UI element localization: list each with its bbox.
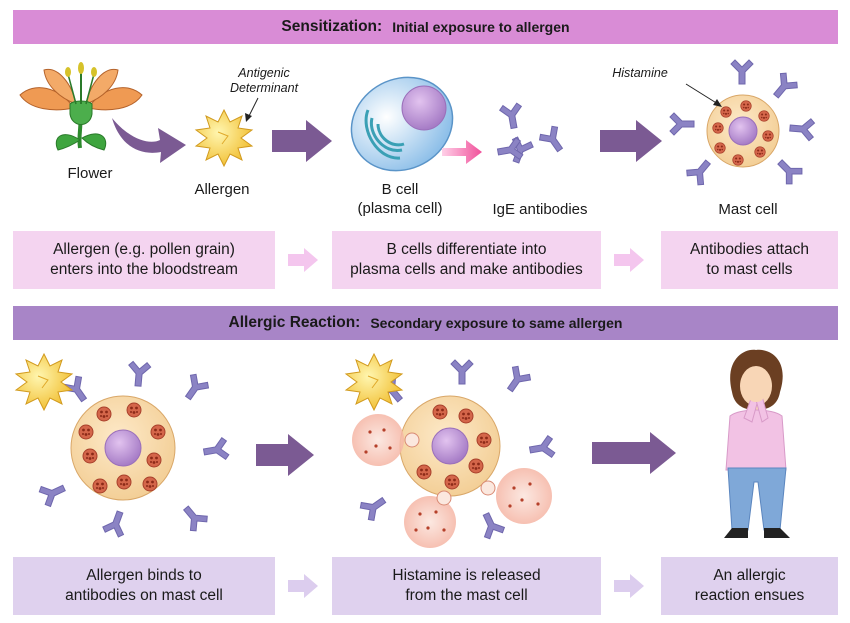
allergic-reaction-subtitle: Secondary exposure to same allergen <box>370 315 623 331</box>
antigenic-determinant-label: Antigenic Determinant <box>229 66 299 95</box>
curved-arrow-icon <box>112 118 186 163</box>
person-sneezing-illustration <box>724 349 790 538</box>
allergen-illustration <box>195 109 253 167</box>
step-allergic-reaction: An allergic reaction ensues <box>661 557 838 615</box>
mast-cell-illustration <box>669 59 816 188</box>
sensitization-title: Sensitization: <box>281 18 383 35</box>
mast-cell-releasing-histamine-illustration <box>352 359 557 548</box>
mast-cell-with-allergen-illustration <box>37 360 231 539</box>
flower-illustration <box>19 62 143 151</box>
b-cell-illustration <box>350 76 454 172</box>
sensitization-subtitle: Initial exposure to allergen <box>392 19 570 35</box>
b-cell-label: B cell (plasma cell) <box>357 181 443 217</box>
mast-cell-label: Mast cell <box>718 201 778 218</box>
arrow-right-icon <box>272 120 332 162</box>
ige-antibodies-label: IgE antibodies <box>492 201 588 218</box>
allergen-illustration <box>15 353 73 411</box>
ige-antibodies-illustration <box>495 101 570 167</box>
step-antibodies-attach: Antibodies attach to mast cells <box>661 231 838 289</box>
sensitization-banner: Sensitization: Initial exposure to aller… <box>13 10 838 44</box>
step-histamine-released: Histamine is released from the mast cell <box>332 557 601 615</box>
arrow-right-icon <box>256 434 314 476</box>
step-b-cells-differentiate: B cells differentiate into plasma cells … <box>332 231 601 289</box>
allergic-reaction-banner: Allergic Reaction: Secondary exposure to… <box>13 306 838 340</box>
arrow-right-icon <box>600 120 662 162</box>
step-allergen-enters: Allergen (e.g. pollen grain) enters into… <box>13 231 275 289</box>
arrow-right-icon <box>592 432 676 474</box>
allergen-label: Allergen <box>194 181 250 198</box>
step-allergen-binds: Allergen binds to antibodies on mast cel… <box>13 557 275 615</box>
arrow-right-icon <box>442 140 482 164</box>
arrow-right-icon <box>288 574 318 598</box>
histamine-label: Histamine <box>612 66 668 80</box>
arrow-right-icon <box>614 248 644 272</box>
flower-label: Flower <box>67 165 113 182</box>
arrow-right-icon <box>288 248 318 272</box>
allergic-reaction-title: Allergic Reaction: <box>228 314 361 331</box>
arrow-right-icon <box>614 574 644 598</box>
